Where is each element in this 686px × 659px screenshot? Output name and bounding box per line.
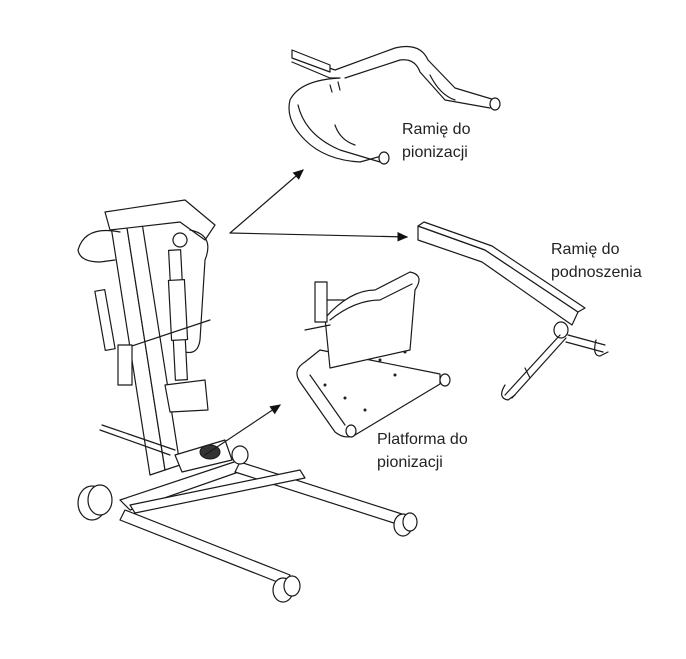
standing-arm-label: Ramię do pionizacji bbox=[402, 118, 470, 164]
arrow-to-lifting-arm bbox=[229, 231, 409, 242]
standing-platform-label-line2: pionizacji bbox=[377, 454, 443, 471]
lifting-arm-label-line1: Ramię do bbox=[551, 241, 620, 258]
arrow-to-standing-platform bbox=[204, 404, 281, 456]
lifting-arm-label-line2: podnoszenia bbox=[551, 264, 642, 281]
lifting-arm-label: Ramię do podnoszenia bbox=[551, 238, 642, 284]
standing-platform-part bbox=[296, 271, 451, 438]
arrow-to-standing-arm bbox=[229, 169, 304, 234]
standing-arm-label-line1: Ramię do bbox=[402, 121, 471, 138]
patient-lift-device bbox=[77, 199, 418, 603]
standing-arm-label-line2: pionizacji bbox=[402, 144, 468, 161]
standing-platform-label: Platforma do pionizacji bbox=[377, 428, 468, 474]
lifting-arm-part bbox=[417, 221, 609, 401]
standing-arm-part bbox=[288, 45, 501, 165]
standing-platform-label-line1: Platforma do bbox=[377, 431, 468, 448]
